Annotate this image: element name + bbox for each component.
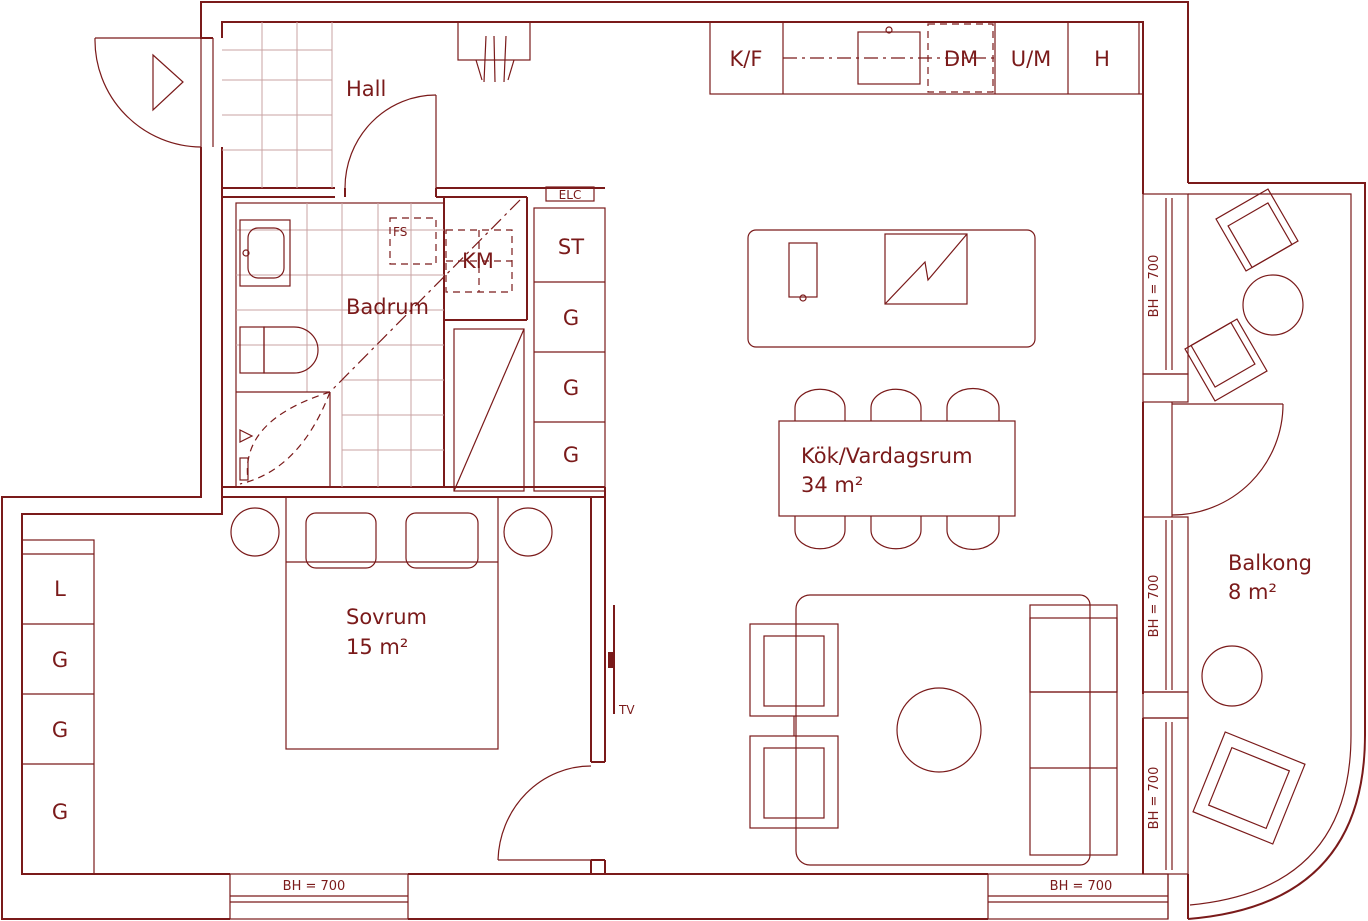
window-label-east-2: BH = 700 bbox=[1147, 575, 1162, 638]
closet-label-g3: G bbox=[563, 443, 579, 467]
closet-label-st: ST bbox=[558, 235, 584, 259]
chair-icon bbox=[1215, 188, 1299, 272]
floor-drain-icon bbox=[389, 217, 437, 265]
fixture-label-fs: FS bbox=[393, 225, 407, 239]
closet-label-g2: G bbox=[563, 376, 579, 400]
room-label-sovrum: Sovrum bbox=[346, 605, 427, 629]
balcony bbox=[1184, 182, 1366, 920]
room-label-balkong: Balkong bbox=[1228, 551, 1312, 575]
chair-icon bbox=[1184, 318, 1268, 402]
fixture-label-tv: TV bbox=[618, 703, 635, 717]
kitchen-unit-um: U/M bbox=[1011, 47, 1052, 71]
room-label-hall: Hall bbox=[346, 77, 386, 101]
hall-tiles bbox=[222, 22, 333, 188]
chair-icon bbox=[749, 735, 839, 829]
dishwasher-outline bbox=[927, 23, 994, 93]
entrance-arrow-icon bbox=[152, 53, 184, 112]
window-label-east-3: BH = 700 bbox=[1147, 767, 1162, 830]
shower-icon bbox=[236, 391, 331, 487]
exterior-walls bbox=[1, 1, 1189, 920]
window-label-bedroom: BH = 700 bbox=[283, 879, 346, 894]
table-icon bbox=[1242, 274, 1304, 336]
window-label-east-1: BH = 700 bbox=[1147, 255, 1162, 318]
bed-icon bbox=[230, 496, 553, 750]
closet-label-g6: G bbox=[52, 800, 68, 824]
sink-icon bbox=[788, 242, 818, 298]
tv-icon bbox=[608, 605, 615, 714]
lounge bbox=[749, 594, 1118, 866]
east-windows bbox=[1142, 193, 1189, 875]
washbasin-icon bbox=[239, 219, 291, 287]
kitchen-counter bbox=[709, 21, 1144, 95]
dining-table bbox=[778, 387, 1016, 551]
storage-cabinet bbox=[453, 328, 525, 492]
bedroom-door bbox=[497, 765, 592, 861]
chair-icon bbox=[749, 623, 839, 717]
living-window bbox=[987, 873, 1169, 920]
room-area-sovrum: 15 m² bbox=[346, 635, 408, 659]
kitchen-unit-kf: K/F bbox=[730, 47, 763, 71]
bedroom-window bbox=[229, 873, 409, 920]
table-icon bbox=[778, 420, 1016, 517]
room-area-balkong: 8 m² bbox=[1228, 580, 1277, 604]
room-label-kok: Kök/Vardagsrum bbox=[801, 444, 973, 468]
ventilation-icon bbox=[457, 21, 531, 83]
hall-closets bbox=[533, 207, 606, 492]
closet-label-l: L bbox=[54, 577, 66, 601]
window-label-living: BH = 700 bbox=[1050, 879, 1113, 894]
kitchen-island bbox=[747, 229, 1036, 348]
kitchen-unit-dm: DM bbox=[944, 47, 978, 71]
closet-label-g4: G bbox=[52, 648, 68, 672]
table-icon bbox=[1201, 645, 1263, 707]
entrance-door bbox=[94, 37, 214, 148]
stove-icon bbox=[884, 233, 968, 305]
electrical-panel bbox=[545, 186, 595, 202]
toilet-icon bbox=[239, 326, 319, 374]
bedroom-closets bbox=[21, 539, 95, 875]
bathroom bbox=[222, 187, 605, 498]
kitchen-unit-h: H bbox=[1094, 47, 1110, 71]
fixture-label-elc: ELC bbox=[559, 188, 582, 202]
fixture-label-km: KM bbox=[462, 249, 494, 273]
room-area-kok: 34 m² bbox=[801, 473, 863, 497]
bedroom-walls bbox=[590, 487, 606, 874]
sink-icon bbox=[857, 31, 921, 85]
closet-label-g1: G bbox=[563, 306, 579, 330]
room-label-badrum: Badrum bbox=[346, 295, 429, 319]
closet-label-g5: G bbox=[52, 718, 68, 742]
chair-icon bbox=[1192, 731, 1306, 845]
balcony-door bbox=[1142, 402, 1284, 517]
hall-door bbox=[344, 94, 437, 189]
table-icon bbox=[896, 687, 982, 773]
sofa-icon bbox=[1029, 604, 1118, 856]
